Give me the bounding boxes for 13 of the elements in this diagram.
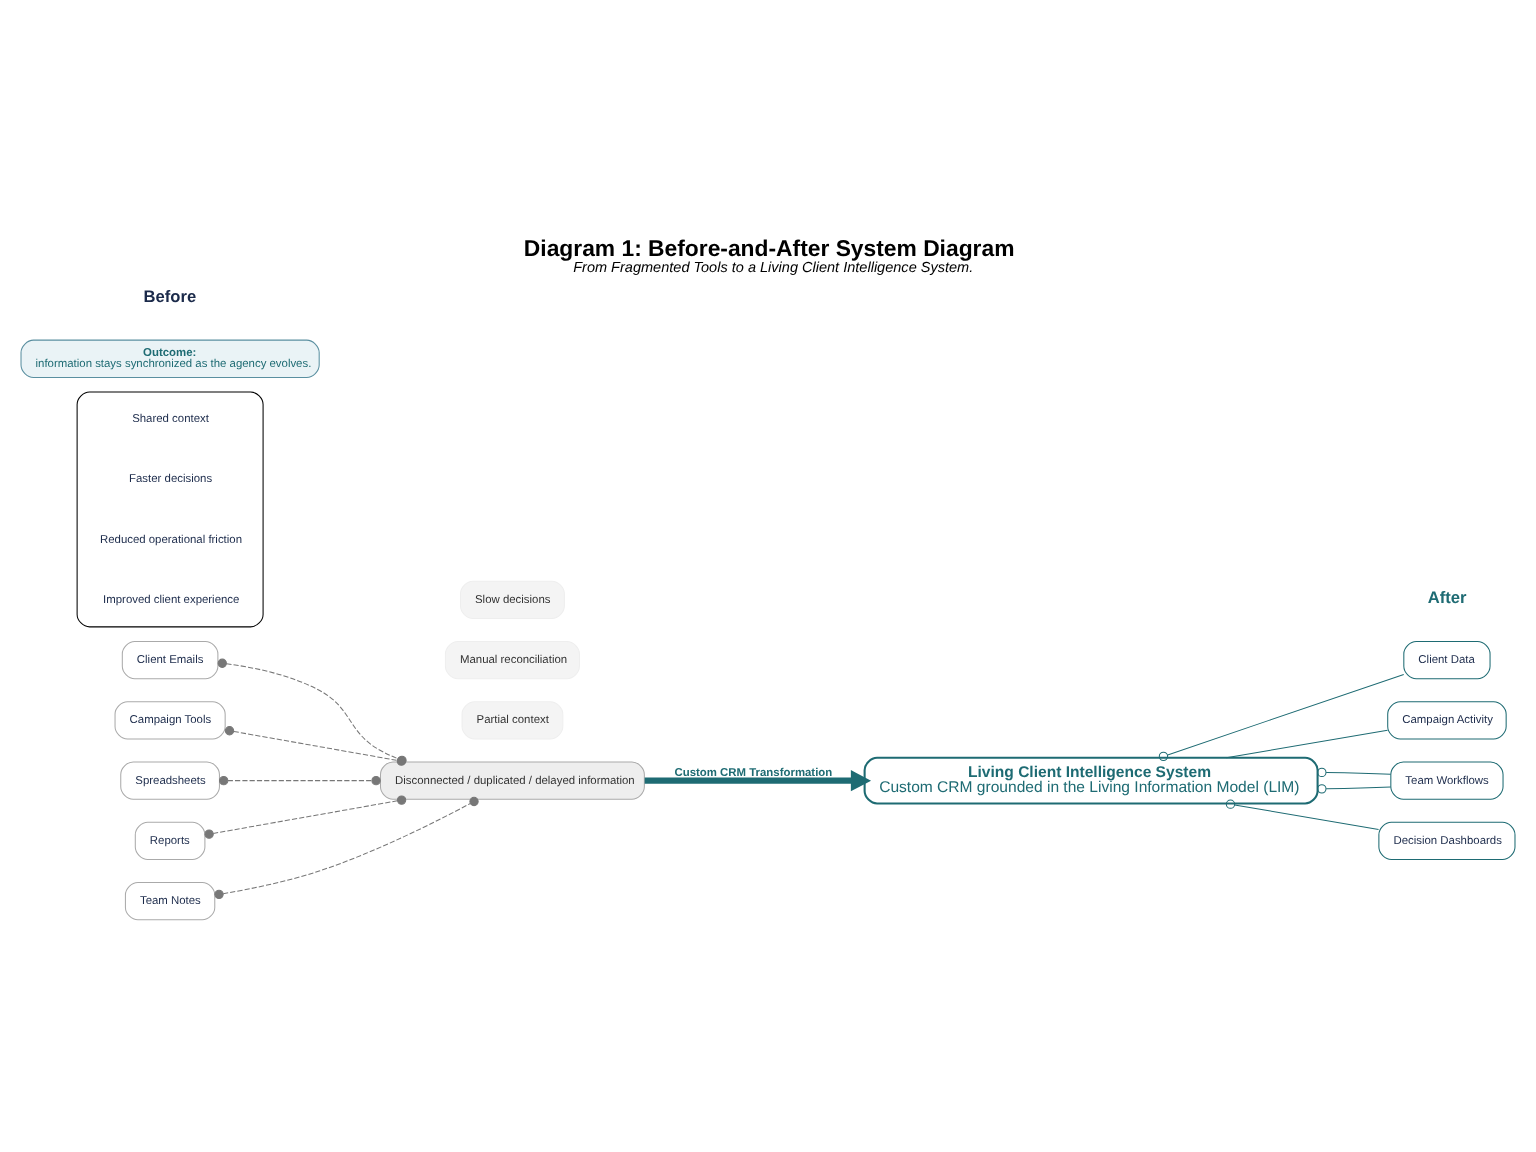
connector — [1225, 798, 1380, 829]
arrow — [644, 769, 872, 791]
label: Before — [143, 284, 197, 305]
connector — [204, 794, 407, 838]
connector — [1225, 728, 1389, 758]
diagram-title: Diagram 1: Before-and-After System Diagram — [523, 236, 1015, 261]
connector — [1317, 783, 1392, 793]
cluster — [76, 390, 264, 627]
connector — [1317, 766, 1392, 777]
connector — [214, 795, 479, 899]
connector — [219, 774, 381, 785]
connector — [1158, 672, 1405, 760]
label: After — [1427, 585, 1467, 606]
